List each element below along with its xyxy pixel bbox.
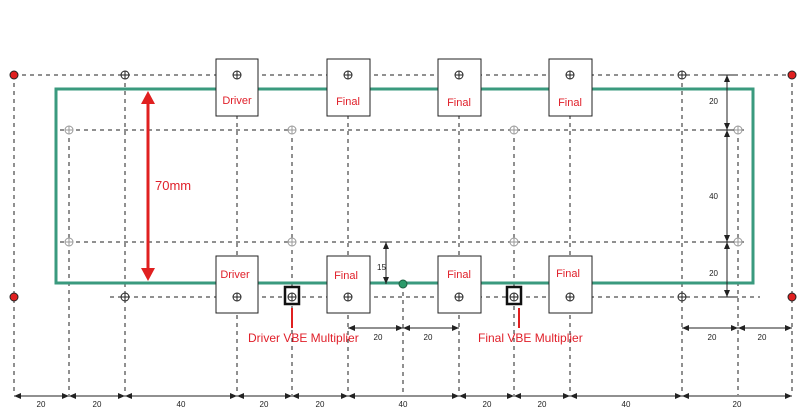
transistor-box bbox=[437, 255, 482, 314]
transistor-label: Driver bbox=[222, 95, 252, 107]
dimension-label: 40 bbox=[622, 400, 631, 409]
transistor-box bbox=[215, 58, 259, 117]
middle-horizontal-dimension bbox=[348, 325, 459, 331]
dimension-label: 40 bbox=[399, 400, 408, 409]
corner-mounting-holes bbox=[9, 70, 797, 302]
dimension-label: 20 bbox=[538, 400, 547, 409]
transistor-box bbox=[215, 255, 259, 314]
hole-markers bbox=[64, 70, 743, 302]
final-vbe-label: Final VBE Multiplier bbox=[478, 331, 583, 345]
center-point bbox=[398, 279, 408, 289]
transistor-label: Final bbox=[334, 270, 358, 282]
transistor-box bbox=[326, 58, 371, 117]
dimension-label: 20 bbox=[483, 400, 492, 409]
vertical-centerlines bbox=[13, 75, 793, 395]
dimension-label: 20 bbox=[316, 400, 325, 409]
transistor-box bbox=[326, 255, 371, 314]
transistor-box bbox=[548, 58, 593, 117]
dimension-label: 20 bbox=[424, 333, 433, 342]
dimension-label: 20 bbox=[374, 333, 383, 342]
dimension-label: 20 bbox=[708, 333, 717, 342]
dimension-label: 20 bbox=[709, 97, 718, 106]
driver-vbe-label: Driver VBE Multiplier bbox=[248, 331, 359, 345]
right-vertical-dimension bbox=[720, 74, 734, 298]
dimension-label: 20 bbox=[93, 400, 102, 409]
transistor-label: Final bbox=[447, 269, 471, 281]
dimension-label: 40 bbox=[709, 192, 718, 201]
transistor-label: Final bbox=[447, 97, 471, 109]
transistor-label: Final bbox=[336, 96, 360, 108]
dimension-label: 20 bbox=[709, 269, 718, 278]
top-transistor-row bbox=[215, 58, 593, 117]
right-middle-horizontal-dimension bbox=[682, 325, 792, 331]
transistor-label: Final bbox=[556, 268, 580, 280]
dimension-label: 40 bbox=[177, 400, 186, 409]
bottom-chain-dimension bbox=[14, 393, 792, 399]
transistor-box bbox=[548, 255, 593, 314]
bottom-transistor-row bbox=[215, 255, 593, 314]
transistor-label: Final bbox=[558, 97, 582, 109]
transistor-label: Driver bbox=[220, 269, 250, 281]
left-small-dimension bbox=[381, 241, 391, 284]
height-arrow bbox=[141, 91, 155, 281]
dimension-label: 20 bbox=[733, 400, 742, 409]
height-label: 70mm bbox=[155, 178, 191, 193]
dimension-label: 15 bbox=[377, 263, 386, 272]
transistor-box bbox=[437, 58, 482, 117]
dimension-label: 20 bbox=[37, 400, 46, 409]
dimension-label: 20 bbox=[758, 333, 767, 342]
dimension-label: 20 bbox=[260, 400, 269, 409]
